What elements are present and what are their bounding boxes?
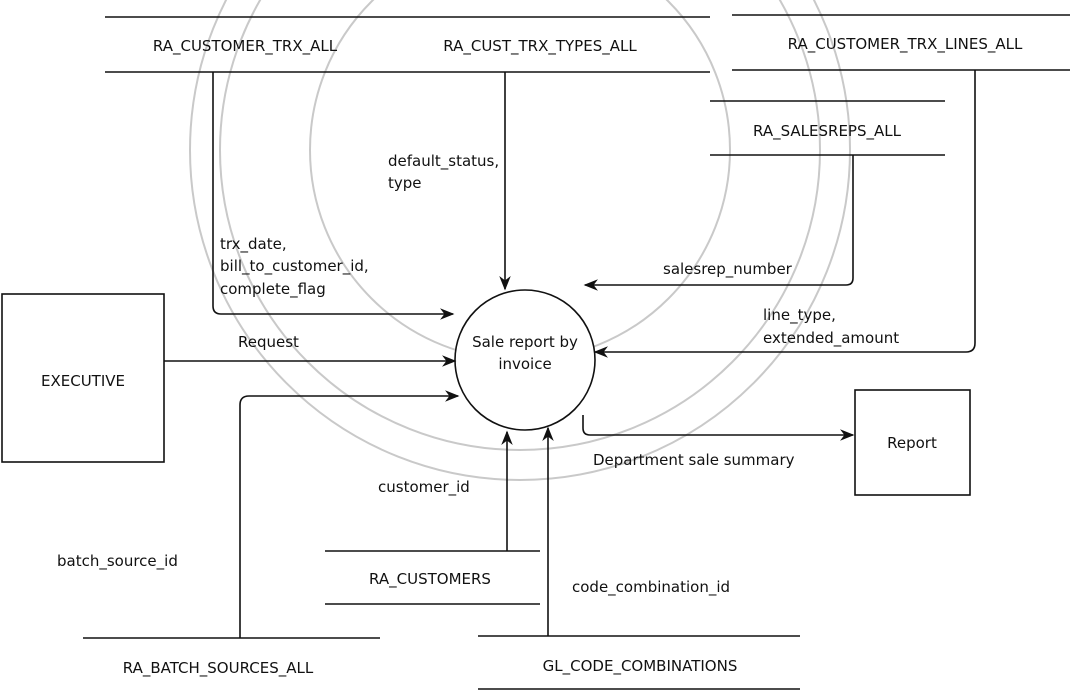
svg-text:bill_to_customer_id,: bill_to_customer_id, [220,257,369,276]
flow-lines-arrow [593,70,976,358]
store-gl-code-combinations: GL_CODE_COMBINATIONS [478,635,800,690]
process-label-line1: Sale report by [472,333,578,351]
process-label-line2: invoice [498,355,551,373]
flow-batch-label: batch_source_id [57,552,178,571]
process-sale-report-by-invoice: Sale report by invoice [454,289,596,431]
flow-summary-arrow [582,415,855,441]
svg-text:extended_amount: extended_amount [763,329,899,348]
store-label: RA_CUSTOMERS [369,570,491,589]
svg-text:complete_flag: complete_flag [220,280,326,299]
svg-text:default_status,: default_status, [388,152,499,171]
flow-salesrep-label: salesrep_number [663,260,793,279]
flow-trx-label: trx_date, bill_to_customer_id, complete_… [220,235,369,299]
svg-text:line_type,: line_type, [763,306,836,325]
flow-request-label: Request [238,333,299,351]
svg-text:trx_date,: trx_date, [220,235,287,254]
entity-report: Report [854,389,971,496]
store-ra-customers: RA_CUSTOMERS [325,550,540,605]
store-label: RA_CUSTOMER_TRX_ALL [153,37,338,56]
flow-summary-label: Department sale summary [593,451,795,469]
flow-customer-label: customer_id [378,478,470,497]
entity-label: Report [887,434,937,452]
entity-executive: EXECUTIVE [1,293,165,463]
store-label: RA_BATCH_SOURCES_ALL [123,659,314,678]
flow-lines-label: line_type, extended_amount [763,306,899,348]
store-label: RA_CUST_TRX_TYPES_ALL [443,37,637,56]
entity-label: EXECUTIVE [41,372,125,390]
store-label: RA_SALESREPS_ALL [753,122,902,141]
store-ra-customer-trx-all: RA_CUSTOMER_TRX_ALL [105,16,385,73]
flow-salesrep-arrow [583,155,854,291]
store-label: RA_CUSTOMER_TRX_LINES_ALL [788,35,1023,54]
flow-code-label: code_combination_id [572,578,730,597]
store-label: GL_CODE_COMBINATIONS [543,657,738,676]
store-ra-batch-sources-all: RA_BATCH_SOURCES_ALL [83,637,380,678]
flow-trx-arrow [212,72,455,320]
flow-batch-arrow [239,390,460,638]
svg-text:type: type [388,174,422,192]
store-ra-cust-trx-types-all: RA_CUST_TRX_TYPES_ALL [385,16,710,73]
flow-types-label: default_status, type [388,152,499,192]
store-ra-salesreps-all: RA_SALESREPS_ALL [710,100,945,156]
store-ra-customer-trx-lines-all: RA_CUSTOMER_TRX_LINES_ALL [732,14,1070,71]
